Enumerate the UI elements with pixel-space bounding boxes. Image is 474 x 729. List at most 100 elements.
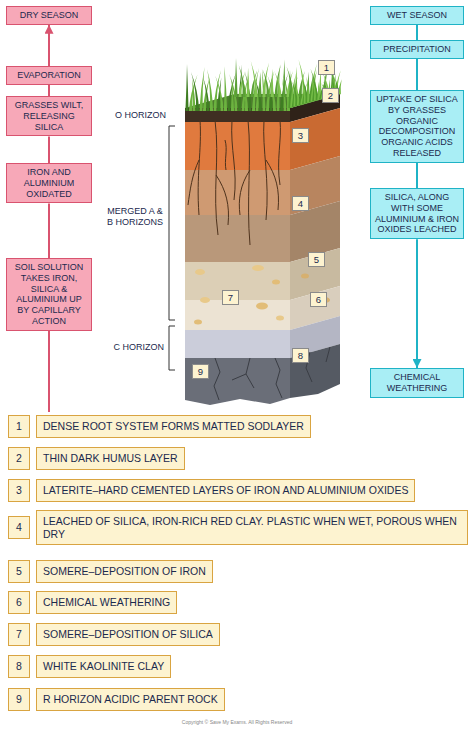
- node-text: LATERITE–HARD CEMENTED LAYERS OF IRON AN…: [43, 484, 408, 497]
- callout-number: 1: [318, 60, 335, 75]
- wet-season-box: PRECIPITATION: [370, 40, 464, 59]
- key-number: 8: [8, 655, 30, 678]
- node-text: 8: [9, 660, 29, 673]
- node-text: PRECIPITATION: [374, 44, 460, 55]
- grass-blade: [203, 77, 209, 111]
- key-description: THIN DARK HUMUS LAYER: [36, 447, 185, 470]
- key-number: 4: [8, 516, 30, 539]
- node-text: 5: [9, 565, 29, 578]
- wet-season-box: WET SEASON: [370, 6, 464, 25]
- grass-blade: [292, 77, 298, 108]
- grass-blade: [263, 70, 270, 97]
- node-text: 7: [223, 292, 238, 303]
- horizon-label: MERGED A & B HORIZONS: [106, 206, 164, 228]
- flow-arrow: [48, 85, 50, 96]
- soil-front-face: [185, 108, 290, 405]
- horizon-brackets: [169, 126, 175, 370]
- node-text: 3: [293, 130, 308, 141]
- grass-blade: [258, 72, 261, 97]
- grass-blade: [191, 72, 199, 111]
- key-number: 9: [8, 688, 30, 711]
- callout-number: 3: [292, 128, 309, 143]
- node-text: CHEMICAL WEATHERING: [374, 372, 460, 394]
- key-number: 6: [8, 591, 30, 614]
- grass-blade: [234, 58, 237, 97]
- node-text: SILICA, ALONG WITH SOME ALUMINIUM & IRON…: [374, 192, 460, 235]
- node-text: 7: [9, 628, 29, 641]
- flow-arrow: [48, 136, 50, 163]
- grass-blade: [246, 68, 249, 97]
- node-text: CHEMICAL WEATHERING: [43, 596, 170, 609]
- key-number: 5: [8, 560, 30, 583]
- node-text: 4: [9, 521, 29, 534]
- grass-blade: [185, 64, 188, 111]
- wet-season-box: SILICA, ALONG WITH SOME ALUMINIUM & IRON…: [370, 188, 464, 239]
- horizon-label: O HORIZON: [96, 110, 166, 121]
- key-description: LATERITE–HARD CEMENTED LAYERS OF IRON AN…: [36, 479, 415, 502]
- node-text: R HORIZON ACIDIC PARENT ROCK: [43, 693, 218, 706]
- grass-blade: [270, 69, 273, 97]
- node-text: DENSE ROOT SYSTEM FORMS MATTED SODLAYER: [43, 420, 304, 433]
- node-text: 1: [9, 420, 29, 433]
- callout-number: 9: [192, 364, 209, 379]
- grass-blade: [262, 62, 269, 97]
- flow-line-tail: [48, 331, 50, 412]
- key-description: LEACHED OF SILICA, IRON-RICH RED CLAY. P…: [36, 510, 468, 545]
- grass-blade: [274, 64, 281, 97]
- grass-blade: [224, 66, 227, 111]
- node-text: LEACHED OF SILICA, IRON-RICH RED CLAY. P…: [43, 515, 461, 540]
- node-text: UPTAKE OF SILICA BY GRASSES ORGANIC DECO…: [374, 94, 460, 159]
- dry-season-box: GRASSES WILT, RELEASING SILICA: [6, 96, 92, 136]
- roots: [188, 120, 280, 245]
- key-description: SOMERE–DEPOSITION OF SILICA: [36, 623, 220, 646]
- node-text: 3: [9, 484, 29, 497]
- node-text: 2: [323, 90, 338, 101]
- callout-number: 8: [292, 348, 309, 363]
- dry-season-box: DRY SEASON: [6, 6, 92, 25]
- flow-arrow: [416, 59, 418, 90]
- grass-blade: [251, 61, 258, 97]
- callout-number: 5: [308, 252, 325, 267]
- node-text: 9: [193, 366, 208, 377]
- flow-arrow: [48, 203, 50, 258]
- flow-arrow: [48, 25, 50, 66]
- node-text: 8: [293, 350, 308, 361]
- horizon-label: C HORIZON: [94, 342, 164, 353]
- callout-number: 6: [310, 292, 327, 307]
- node-text: WET SEASON: [374, 10, 460, 21]
- node-text: IRON AND ALUMINIUM OXIDATED: [10, 167, 88, 199]
- node-text: 5: [309, 254, 324, 265]
- callout-number: 4: [292, 196, 309, 211]
- callout-number: 7: [222, 290, 239, 305]
- node-text: EVAPORATION: [10, 70, 88, 81]
- grass-blade: [239, 65, 246, 97]
- key-description: WHITE KAOLINITE CLAY: [36, 655, 171, 678]
- dry-season-box: IRON AND ALUMINIUM OXIDATED: [6, 163, 92, 203]
- flow-arrow: [416, 163, 418, 188]
- key-description: SOMERE–DEPOSITION OF IRON: [36, 560, 213, 583]
- wet-season-box: CHEMICAL WEATHERING: [370, 368, 464, 398]
- node-text: 6: [9, 596, 29, 609]
- bedrock-cracks: [214, 347, 330, 400]
- key-number: 1: [8, 415, 30, 438]
- dry-season-box: SOIL SOLUTION TAKES IRON, SILICA & ALUMI…: [6, 258, 92, 331]
- node-text: 6: [311, 294, 326, 305]
- node-text: SOMERE–DEPOSITION OF SILICA: [43, 628, 213, 641]
- node-text: DRY SEASON: [10, 10, 88, 21]
- key-number: 2: [8, 447, 30, 470]
- dry-season-box: EVAPORATION: [6, 66, 92, 85]
- grass-blade: [207, 69, 213, 111]
- key-number: 3: [8, 479, 30, 502]
- node-text: 4: [293, 198, 308, 209]
- key-number: 7: [8, 623, 30, 646]
- grass-blade: [282, 60, 285, 97]
- node-text: 9: [9, 693, 29, 706]
- soil-side-face: [290, 94, 340, 398]
- node-text: 1: [319, 62, 334, 73]
- flow-arrow: [416, 239, 418, 368]
- key-description: CHEMICAL WEATHERING: [36, 591, 177, 614]
- node-text: SOIL SOLUTION TAKES IRON, SILICA & ALUMI…: [10, 262, 88, 327]
- flow-arrow: [416, 25, 418, 40]
- grass: [185, 58, 341, 111]
